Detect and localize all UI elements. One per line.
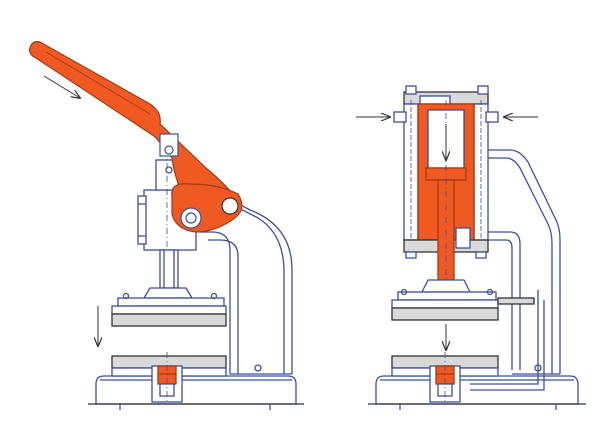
- left-lower-plate: [111, 352, 227, 404]
- left-upper-platen: [111, 287, 227, 327]
- right-frame: [470, 149, 561, 391]
- right-base: [368, 375, 586, 410]
- manual-press: [29, 41, 304, 410]
- right-lower-plate: [391, 352, 499, 404]
- pneumatic-cylinder: [393, 85, 499, 300]
- left-base: [88, 375, 304, 410]
- pneumatic-press: [356, 85, 586, 410]
- lever-handle: [29, 41, 243, 233]
- right-upper-platen: [391, 279, 535, 321]
- lever-push-arrow: [43, 75, 80, 98]
